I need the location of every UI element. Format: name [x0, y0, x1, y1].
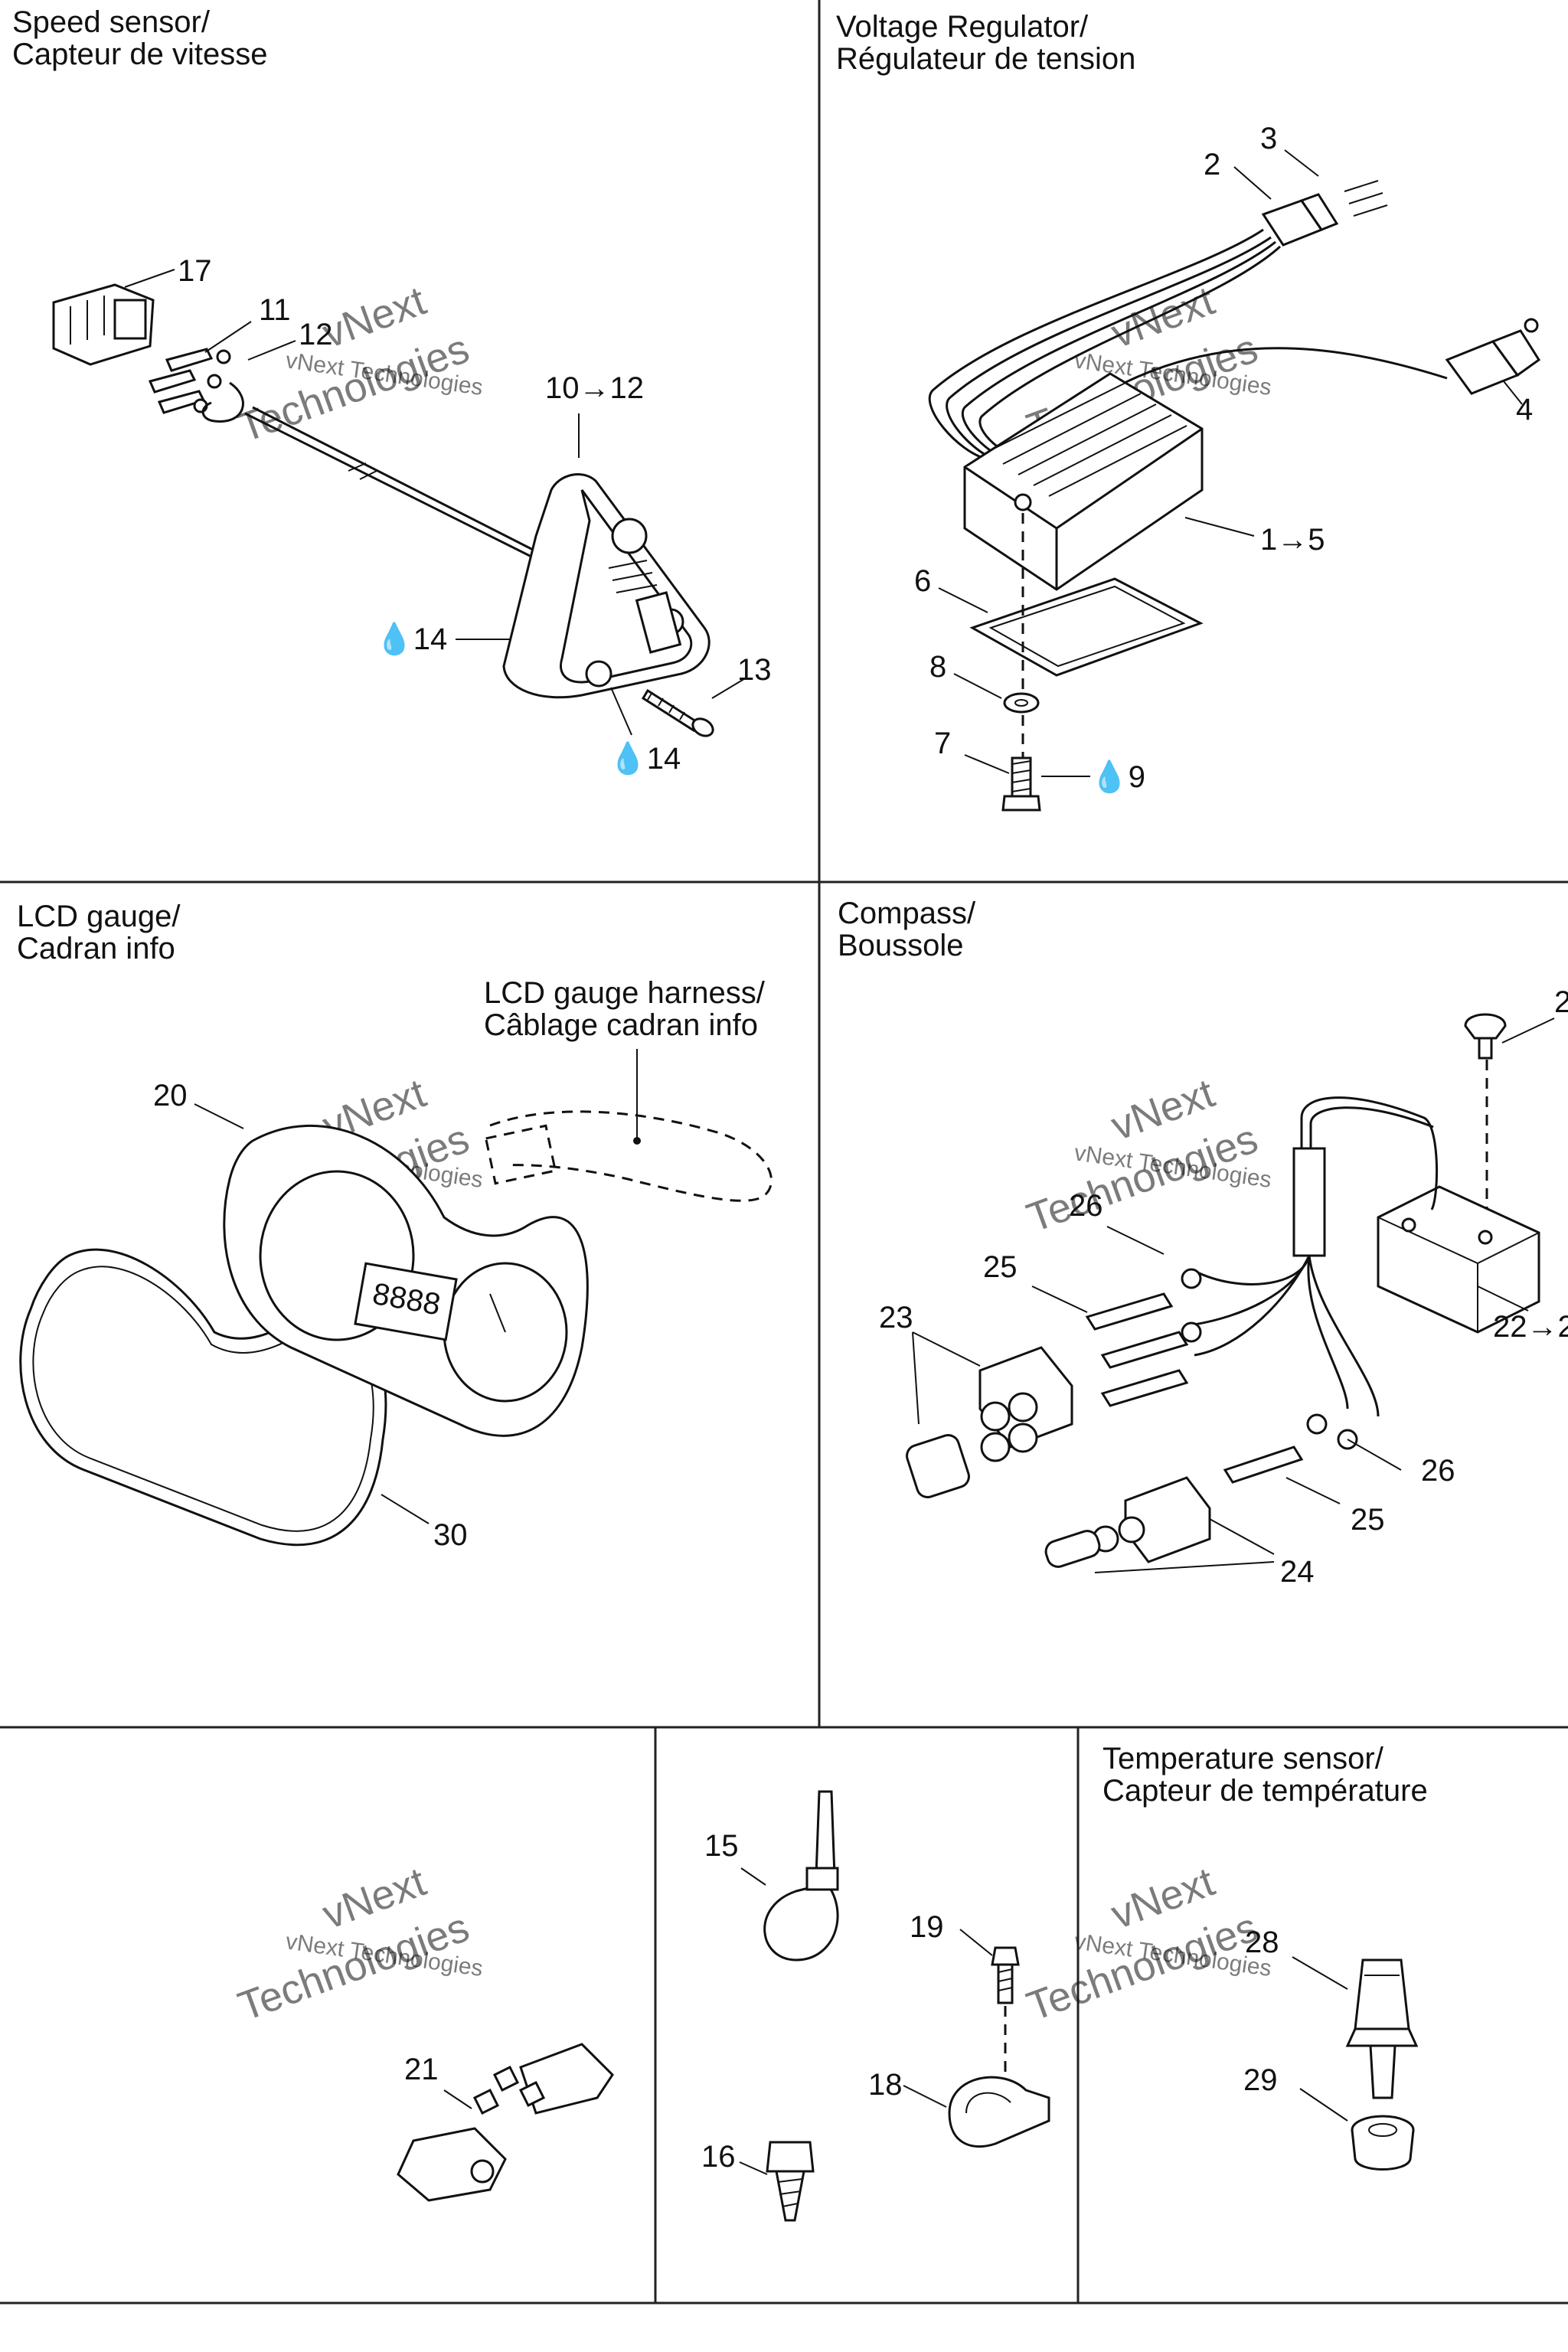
part-number-label: 22→2 — [1493, 1310, 1568, 1344]
part-number-label: 16 — [701, 2140, 736, 2174]
panel-lcd-gauge: LCD gauge/ Cadran info LCD gauge harness… — [17, 900, 773, 1552]
panel-title: Capteur de vitesse — [12, 38, 268, 71]
part-number-label: 29 — [1243, 2063, 1278, 2097]
screw-part — [641, 688, 714, 737]
clamp-part — [948, 2076, 1050, 2148]
part-number-label: 25 — [983, 1250, 1018, 1284]
connector-part — [1261, 180, 1388, 247]
panel-compass: Compass/ Boussole — [838, 897, 1568, 1589]
screw-part — [991, 1946, 1020, 2004]
connector-part — [906, 1346, 1073, 1498]
panel-title: Boussole — [838, 929, 964, 962]
screw-part — [1001, 756, 1041, 812]
screw-part — [1464, 1013, 1507, 1060]
part-number-label: 6 — [914, 564, 931, 598]
part-number-label: 25 — [1351, 1503, 1385, 1537]
part-number-label: 💧14 — [609, 740, 681, 776]
push-rivet-part — [766, 2141, 815, 2222]
panel-title: Temperature sensor/ — [1102, 1742, 1384, 1775]
panel-title: Régulateur de tension — [836, 42, 1135, 76]
harness-label: LCD gauge harness/ — [484, 976, 766, 1010]
panel-title: Cadran info — [17, 932, 175, 965]
part-number-label: 2 — [1554, 985, 1568, 1019]
terminal-part — [1085, 1268, 1358, 1484]
part-number-label: 💧14 — [375, 621, 447, 656]
panel-ties: 15 19 18 16 — [701, 1790, 1050, 2222]
part-number-label: 30 — [433, 1518, 468, 1552]
part-number-label: 💧9 — [1090, 759, 1145, 794]
terminal-part — [148, 348, 231, 414]
panel-title: Speed sensor/ — [12, 5, 211, 39]
temperature-sensor-part — [1345, 1958, 1419, 2099]
panel-temperature-sensor: Temperature sensor/ Capteur de températu… — [1102, 1742, 1428, 2171]
part-number-label: 19 — [910, 1910, 944, 1944]
washer-part — [1003, 692, 1040, 714]
part-number-label: 8 — [929, 650, 946, 684]
part-number-label: 3 — [1260, 122, 1277, 155]
part-number-label: 21 — [404, 2053, 439, 2086]
part-number-label: 7 — [934, 727, 951, 760]
part-number-label: 28 — [1245, 1926, 1279, 1959]
connector-part — [1445, 318, 1541, 395]
clip-part — [397, 2043, 614, 2202]
lcd-gauge-body: 8888 — [223, 1124, 589, 1437]
cable-tie-part — [763, 1790, 839, 1962]
part-number-label: 1→5 — [1260, 523, 1325, 557]
panel-voltage-regulator: Voltage Regulator/ Régulateur de tension — [836, 10, 1541, 812]
part-number-label: 18 — [868, 2068, 903, 2102]
part-number-label: 24 — [1280, 1555, 1315, 1589]
part-number-label: 20 — [153, 1079, 188, 1112]
voltage-regulator-body — [963, 372, 1204, 591]
part-number-label: 11 — [259, 293, 291, 327]
part-number-label: 13 — [737, 653, 772, 687]
panel-title: Compass/ — [838, 897, 976, 930]
panel-title: LCD gauge/ — [17, 900, 181, 933]
part-number-label: 4 — [1516, 393, 1533, 426]
panel-title: Voltage Regulator/ — [836, 10, 1089, 44]
part-number-label: 26 — [1421, 1454, 1455, 1488]
grommet-part — [1351, 2115, 1415, 2171]
panel-speed-sensor: Speed sensor/ Capteur de vitesse — [12, 5, 772, 776]
harness-label: Câblage cadran info — [484, 1008, 758, 1042]
gasket-part — [969, 577, 1204, 677]
part-number-label: 12 — [299, 318, 333, 351]
part-number-label: 15 — [704, 1829, 739, 1863]
part-number-label: 23 — [879, 1301, 913, 1334]
part-number-label: 17 — [178, 254, 212, 288]
panel-title: Capteur de température — [1102, 1774, 1428, 1808]
connector-part — [52, 283, 155, 366]
part-number-label: 26 — [1069, 1189, 1103, 1223]
panel-clip: 21 — [397, 2043, 614, 2202]
part-number-label: 2 — [1204, 148, 1220, 181]
connector-part — [1044, 1476, 1211, 1568]
part-number-label: 10→12 — [545, 371, 644, 405]
speed-sensor-body — [502, 473, 710, 699]
